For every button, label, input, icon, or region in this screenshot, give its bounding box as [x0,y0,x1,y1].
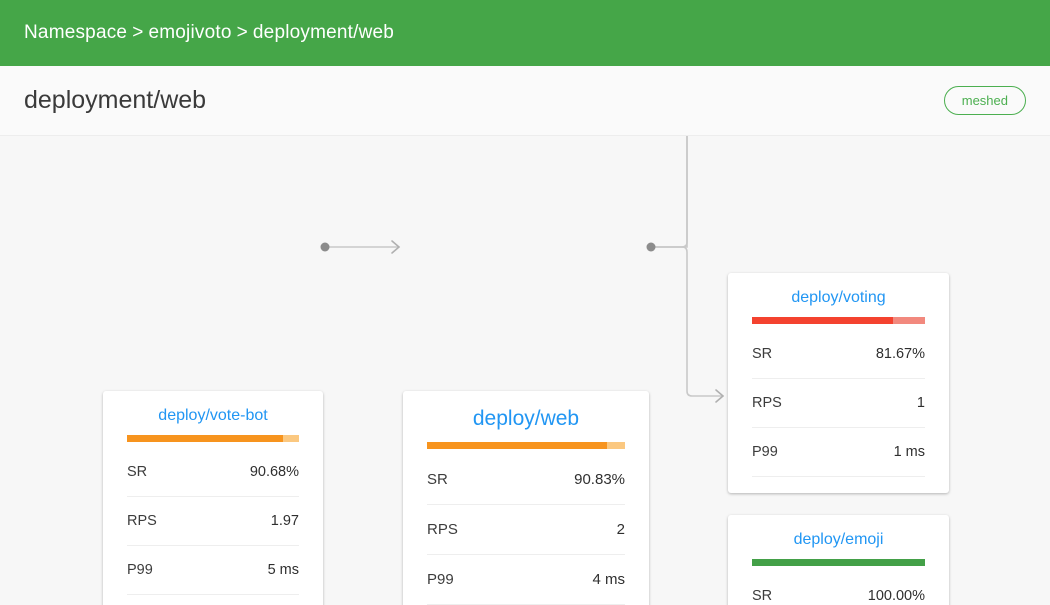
metric-label: P99 [752,443,778,460]
success-rate-bar-web [427,442,625,450]
metric-label: RPS [427,521,458,539]
status-badge-meshed: meshed [943,86,1026,115]
node-title-link-voting[interactable]: deploy/voting [791,289,886,306]
metric-value: 90.83% [574,471,625,489]
metric-row-rps: RPS 1 [752,379,925,428]
metric-label: RPS [752,394,782,411]
page-title: deployment/web [24,86,207,114]
success-rate-bar-vote-bot [127,434,299,442]
breadcrumb-item-deployment-web: deployment/web [252,22,395,43]
metric-row-p99: P99 5 ms [127,546,299,595]
edge-source-dot-web [646,242,656,252]
edge-source-dot-votebot [320,242,330,252]
metric-label: SR [427,471,448,489]
node-card-emoji[interactable]: deploy/emoji SR 100.00% RPS 2 P99 1 ms [728,515,949,605]
metrics-list: SR 81.67% RPS 1 P99 1 ms [728,330,949,477]
metrics-list: SR 100.00% RPS 2 P99 1 ms [728,572,949,605]
metric-row-rps: RPS 2 [427,505,625,556]
metric-label: SR [752,587,773,604]
success-rate-bar-fill [752,558,925,566]
metric-value: 5 ms [267,561,299,578]
metric-label: SR [752,345,773,362]
metric-label: RPS [127,512,157,529]
metric-value: 1 ms [893,443,925,460]
metric-row-sr: SR 100.00% [752,572,925,605]
success-rate-bar-voting [752,316,925,324]
success-rate-bar-tail [893,316,925,324]
metric-value: 90.68% [249,463,299,480]
metric-value: 1.97 [270,512,299,529]
node-card-web[interactable]: deploy/web SR 90.83% RPS 2 P99 4 ms [403,391,649,605]
node-title-link-emoji[interactable]: deploy/emoji [793,531,884,548]
success-rate-bar-tail [282,434,299,442]
edge-web-voting [651,136,688,248]
edge-web-emoji-line [651,246,722,397]
metric-value: 100.00% [867,587,925,604]
metric-value: 4 ms [592,571,625,589]
success-rate-bar-fill [127,434,283,442]
success-rate-bar-emoji [752,558,925,566]
page-title-bar: deployment/web meshed [0,66,1050,136]
metric-value: 81.67% [875,345,925,362]
metrics-list: SR 90.83% RPS 2 P99 4 ms [403,455,649,605]
metric-row-sr: SR 90.83% [427,455,625,506]
metric-row-sr: SR 90.68% [127,448,299,497]
metric-value: 2 [616,521,625,539]
breadcrumb-separator: > [236,22,248,43]
success-rate-bar-tail [606,442,625,450]
arrowhead-emoji [715,389,725,403]
arrowhead-web [391,240,401,254]
metric-value: 1 [916,394,925,411]
breadcrumb-separator: > [132,22,144,43]
node-card-voting[interactable]: deploy/voting SR 81.67% RPS 1 P99 1 ms [728,273,949,493]
metric-row-sr: SR 81.67% [752,330,925,379]
node-title-link-web[interactable]: deploy/web [472,407,580,430]
node-title-link-vote-bot[interactable]: deploy/vote-bot [158,407,268,424]
metric-row-rps: RPS 1.97 [127,497,299,546]
topology-graph: deploy/vote-bot SR 90.68% RPS 1.97 P99 5… [0,136,1050,605]
node-card-vote-bot[interactable]: deploy/vote-bot SR 90.68% RPS 1.97 P99 5… [103,391,323,605]
success-rate-bar-fill [427,442,607,450]
metric-label: SR [127,463,148,480]
metric-row-p99: P99 4 ms [427,555,625,605]
top-header-bar: Namespace>emojivoto>deployment/web [0,0,1050,66]
breadcrumb-item-namespace[interactable]: Namespace [24,22,128,43]
metric-row-p99: P99 1 ms [752,428,925,477]
success-rate-bar-fill [752,316,894,324]
metric-label: P99 [127,561,153,578]
breadcrumb-item-emojivoto[interactable]: emojivoto [148,22,232,43]
edge-web-voting-line [651,136,688,248]
breadcrumb: Namespace>emojivoto>deployment/web [24,22,394,44]
metrics-list: SR 90.68% RPS 1.97 P99 5 ms [103,448,323,595]
metric-label: P99 [427,571,454,589]
